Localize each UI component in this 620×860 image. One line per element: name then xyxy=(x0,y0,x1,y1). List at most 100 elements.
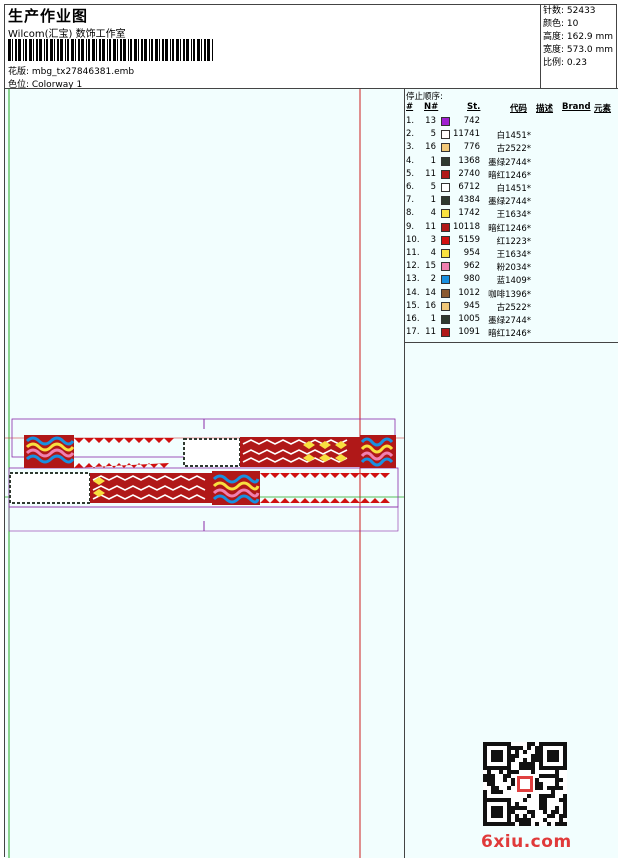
worksheet: 生产作业图 Wilcom(汇宝) 数饰工作室 花版: mbg_tx2784638… xyxy=(4,4,618,858)
row-needle: 3 xyxy=(430,234,436,245)
row-needle: 5 xyxy=(430,129,436,140)
row-stitches: 11741 xyxy=(452,129,480,140)
colorway-label: 色位: Colorway 1 xyxy=(8,80,83,90)
wave-block xyxy=(24,435,75,468)
color-swatch xyxy=(441,288,450,298)
row-stitches: 10118 xyxy=(452,221,480,232)
row-needle: 11 xyxy=(425,327,436,338)
row-needle: 4 xyxy=(430,248,436,258)
row-needle: 2 xyxy=(430,274,436,285)
stop-sequence-title: 停止顺序: xyxy=(406,92,443,102)
design-height: 高度: 162.9 mm xyxy=(543,32,614,42)
row-needle: 11 xyxy=(425,221,436,232)
row-code: 古2522* xyxy=(496,302,531,313)
row-needle: 5 xyxy=(430,182,436,192)
row-index: 1. xyxy=(406,116,415,126)
row-needle: 15 xyxy=(425,261,436,272)
color-swatch xyxy=(441,183,450,192)
embroidery-preview xyxy=(5,89,404,858)
color-swatch xyxy=(441,315,450,324)
col-brand: Brand xyxy=(562,102,591,112)
watermark-site: 6xiu.com xyxy=(481,832,572,852)
row-stitches: 6712 xyxy=(458,182,480,192)
color-count: 颜色: 10 xyxy=(543,19,579,29)
row-needle: 1 xyxy=(430,195,436,206)
row-index: 4. xyxy=(406,155,415,166)
row-index: 8. xyxy=(406,208,415,219)
row-stitches: 742 xyxy=(463,116,480,126)
row-stitches: 954 xyxy=(463,248,480,258)
row-code: 墨绿2744* xyxy=(488,316,531,326)
band-lower xyxy=(9,471,390,505)
row-code: 粉2034* xyxy=(496,263,531,274)
row-code: 暗红1246* xyxy=(488,329,531,340)
row-stitches: 2740 xyxy=(458,168,480,179)
row-code: 白1451* xyxy=(496,184,531,194)
barcode xyxy=(8,39,213,61)
row-code: 墨绿2744* xyxy=(488,157,531,168)
color-swatch xyxy=(441,235,450,245)
color-swatch xyxy=(441,130,450,140)
row-index: 10. xyxy=(406,234,420,245)
header-panel: 生产作业图 Wilcom(汇宝) 数饰工作室 花版: mbg_tx2784638… xyxy=(5,5,541,90)
row-code: 王1634* xyxy=(496,210,531,221)
row-stitches: 1005 xyxy=(458,314,480,324)
row-index: 7. xyxy=(406,195,415,206)
table-row: 9. 11 10118 暗红1246* xyxy=(405,222,618,235)
table-row: 17. 11 1091 暗红1246* xyxy=(405,327,618,340)
row-code: 红1223* xyxy=(496,236,531,247)
row-index: 5. xyxy=(406,168,415,179)
row-code: 白1451* xyxy=(496,131,531,142)
design-canvas xyxy=(5,89,405,858)
row-index: 16. xyxy=(406,314,420,324)
col-needle: N# xyxy=(424,102,439,112)
row-index: 6. xyxy=(406,182,415,192)
row-needle: 16 xyxy=(425,142,436,153)
table-row: 6. 5 6712 白1451* xyxy=(405,182,618,195)
table-row: 11. 4 954 王1634* xyxy=(405,248,618,261)
color-swatch xyxy=(441,143,450,153)
row-code: 暗红1246* xyxy=(488,223,531,234)
row-needle: 4 xyxy=(430,208,436,219)
stats-panel: 针数: 52433 颜色: 10 高度: 162.9 mm 宽度: 573.0 … xyxy=(541,5,618,89)
row-index: 11. xyxy=(406,248,420,258)
band-upper xyxy=(24,435,396,468)
row-stitches: 945 xyxy=(463,300,480,311)
table-header: # N# St. 代码 描述 Brand 元素 xyxy=(405,102,618,114)
row-code: 墨绿2744* xyxy=(488,197,531,208)
row-index: 17. xyxy=(406,327,420,338)
row-code: 王1634* xyxy=(496,250,531,260)
design-width: 宽度: 573.0 mm xyxy=(543,45,614,55)
color-swatch xyxy=(441,301,450,311)
design-file: 花版: mbg_tx27846381.emb xyxy=(8,67,135,77)
col-num: # xyxy=(406,102,414,112)
page-title: 生产作业图 xyxy=(8,7,89,25)
row-stitches: 980 xyxy=(463,274,480,285)
color-swatch xyxy=(441,262,450,272)
color-swatch xyxy=(441,249,450,258)
stitch-count: 针数: 52433 xyxy=(543,6,596,16)
row-index: 9. xyxy=(406,221,415,232)
col-element: 元素 xyxy=(594,104,612,114)
color-swatch xyxy=(441,222,450,232)
row-code: 咖啡1396* xyxy=(488,289,531,300)
color-swatch xyxy=(441,169,450,179)
row-needle: 11 xyxy=(425,168,436,179)
row-index: 3. xyxy=(406,142,415,153)
col-desc: 描述 xyxy=(536,104,554,114)
row-code: 暗红1246* xyxy=(488,170,531,181)
color-swatch xyxy=(441,275,450,285)
row-index: 12. xyxy=(406,261,420,272)
row-stitches: 1091 xyxy=(458,327,480,338)
color-swatch xyxy=(441,328,450,338)
